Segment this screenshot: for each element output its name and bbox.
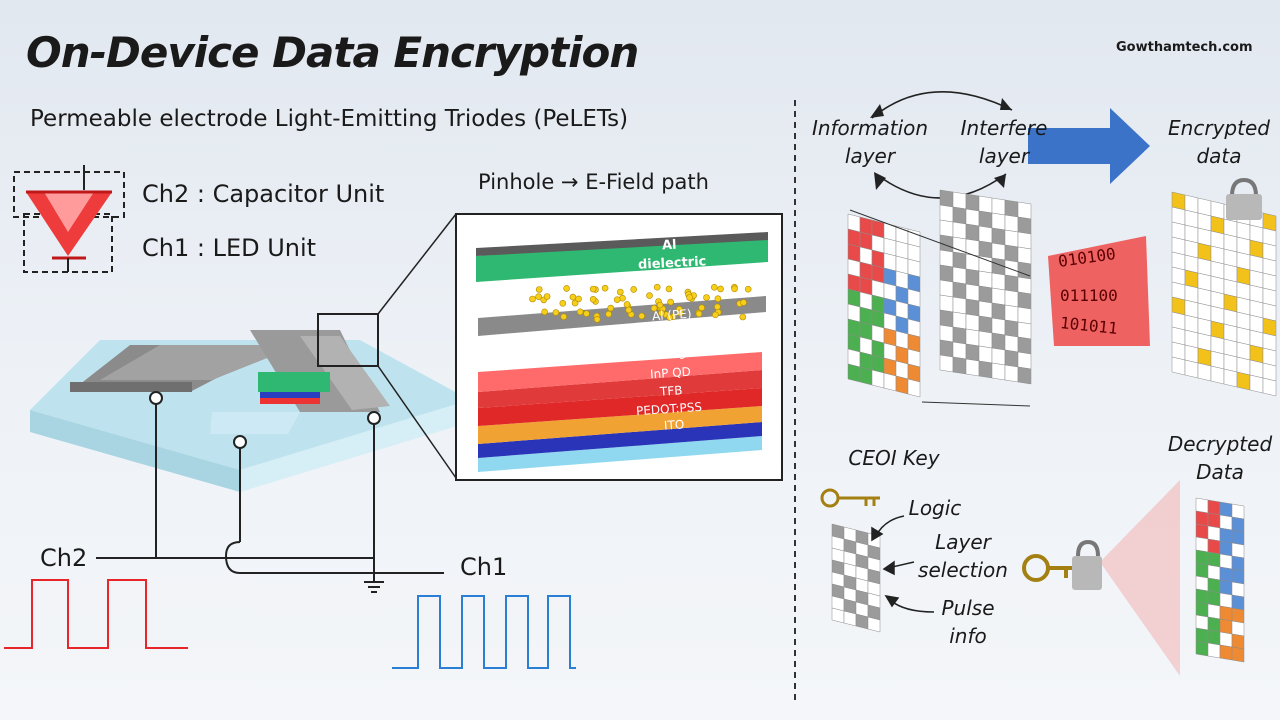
binary-row-2: 011100 — [1060, 286, 1118, 305]
particle — [605, 310, 612, 318]
encryption-flow — [870, 91, 1150, 199]
particle — [714, 303, 721, 311]
logic-label: Logic — [908, 496, 962, 520]
layer-label-inp-qd: InP QD — [649, 364, 692, 382]
particle — [744, 285, 752, 293]
particle — [665, 285, 673, 293]
particle — [593, 316, 601, 323]
particle — [543, 293, 551, 300]
particle — [739, 313, 747, 321]
particle — [630, 286, 638, 293]
ceoi-key-label: CEOI Key — [848, 446, 940, 470]
particle — [529, 295, 536, 303]
particle — [563, 285, 570, 292]
decrypted-data-grid — [1195, 497, 1245, 663]
particle — [560, 313, 568, 321]
layer-label-znmgo: ZnMgO — [651, 344, 696, 362]
pinhole-heading: Pinhole → E-Field path — [478, 170, 709, 194]
projection-lines — [849, 209, 1031, 407]
particle — [589, 295, 597, 303]
particle — [667, 298, 674, 306]
particle — [740, 299, 747, 306]
particle — [559, 299, 567, 307]
device-illustration — [30, 213, 470, 492]
particle — [717, 285, 724, 293]
led-unit-icon — [13, 165, 125, 273]
particle — [712, 311, 719, 319]
layer-label-ito: ITO — [663, 417, 685, 433]
layer-label-al-pe: Al (PE) — [651, 306, 692, 324]
information-layer-grid — [847, 213, 921, 398]
particle — [710, 283, 718, 291]
page-subtitle: Permeable electrode Light-Emitting Triod… — [30, 106, 629, 132]
particle — [583, 310, 590, 317]
particle — [731, 285, 738, 293]
particle — [601, 284, 609, 292]
ch2-wave-label: Ch2 — [40, 544, 88, 572]
encrypt-arrow — [1028, 108, 1150, 184]
pulse-info-label: Pulse info — [941, 596, 995, 648]
ch1-waveform — [392, 595, 576, 669]
decrypt-pointer-arrows — [871, 515, 935, 613]
ch2-unit-label: Ch2 : Capacitor Unit — [142, 180, 385, 208]
particle — [571, 299, 579, 307]
key-small-icon — [820, 488, 880, 508]
particle — [703, 294, 710, 301]
layer-label-al: Al — [661, 237, 677, 254]
particle — [576, 308, 584, 316]
decrypted-data-label: Decrypted Data — [1167, 432, 1273, 484]
particle — [676, 309, 684, 317]
encrypted-data-label: Encrypted data — [1168, 116, 1270, 168]
particle — [653, 283, 661, 291]
particle — [589, 285, 597, 293]
layer-selection-label: Layer selection — [918, 530, 1008, 582]
particle — [616, 288, 624, 296]
particle — [656, 301, 664, 309]
ch2-waveform — [4, 579, 188, 649]
particle — [695, 310, 703, 318]
interfere-layer-grid — [939, 189, 1032, 385]
particle — [714, 295, 722, 303]
ceoi-key-grid — [831, 523, 881, 633]
pinhole-particles — [529, 283, 752, 323]
ch1-unit-label: Ch1 : LED Unit — [142, 234, 317, 262]
layer-stack-inset — [455, 213, 783, 481]
binary-glow — [1048, 236, 1150, 346]
particle — [625, 306, 633, 314]
particle — [575, 295, 582, 303]
decrypt-beam — [1100, 480, 1180, 676]
particle — [535, 293, 542, 301]
ch1-wave-label: Ch1 — [460, 553, 508, 581]
interfere-layer-label: Interfere layer — [960, 116, 1048, 168]
brand-watermark: Gowthamtech.com — [1116, 40, 1253, 55]
lock-icon — [1226, 177, 1262, 220]
particle — [607, 304, 615, 312]
data-grids — [831, 189, 1277, 663]
particle — [638, 312, 646, 320]
particle — [623, 301, 631, 308]
particle — [613, 296, 621, 304]
particle — [569, 293, 577, 301]
information-layer-label: Information layer — [811, 116, 929, 168]
particle — [535, 286, 543, 293]
layer-label-tfb: TFB — [659, 383, 683, 399]
particle — [646, 292, 653, 299]
circuit-wiring — [96, 391, 444, 593]
key-lock-icon — [1022, 539, 1102, 590]
particle — [650, 304, 658, 312]
encrypted-data-grid — [1171, 191, 1277, 397]
particle — [658, 309, 665, 317]
particle — [541, 308, 548, 316]
particle — [686, 294, 693, 301]
page-title: On-Device Data Encryption — [26, 28, 639, 77]
particle — [552, 309, 560, 316]
particle — [666, 314, 673, 321]
particle — [698, 304, 706, 312]
